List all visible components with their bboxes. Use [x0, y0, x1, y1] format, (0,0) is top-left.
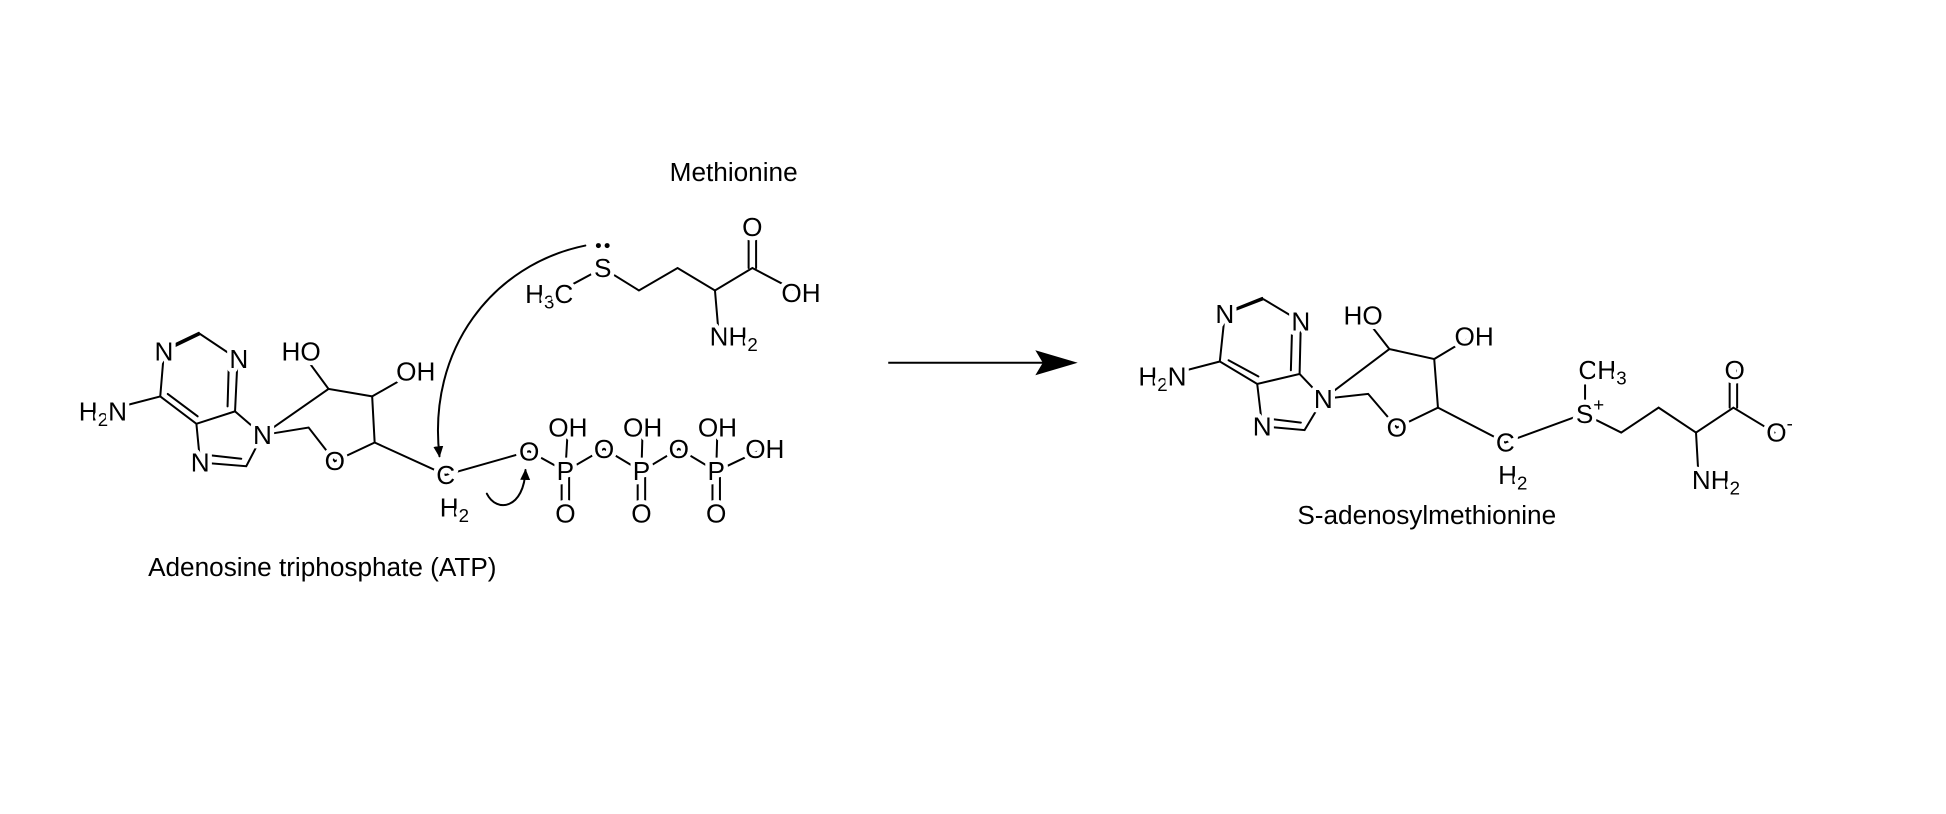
- methionine-label: Methionine: [670, 157, 798, 187]
- atom-sulfur: S: [594, 253, 611, 283]
- atom-p-gamma-o: O: [706, 499, 726, 529]
- atom-ring-o: O: [325, 446, 345, 476]
- atom-ho: HO: [281, 337, 320, 367]
- atom-p-gamma-oh: OH: [698, 413, 737, 443]
- atom-methyl: H3C: [525, 279, 573, 312]
- atom-p-beta-o: O: [631, 499, 651, 529]
- atom-p-beta-oh: OH: [623, 413, 662, 443]
- nucleophilic-attack-arrow-icon: [433, 244, 587, 458]
- atom-oh: OH: [1454, 322, 1493, 352]
- atom-o-bridge-3: O: [669, 434, 689, 464]
- reaction-arrow-icon: [888, 350, 1078, 376]
- atom-p-gamma: P: [707, 456, 724, 486]
- atom-n3: N: [1291, 307, 1310, 337]
- atom-amine: NH2: [710, 322, 758, 355]
- atom-amine: H2N: [1138, 361, 1186, 394]
- sam-atoms: N N N N H2N HO OH O C H2 S+ CH3 O O- NH2: [1134, 295, 1797, 502]
- atom-p-alpha: P: [557, 456, 574, 486]
- atom-n9: N: [1314, 384, 1333, 414]
- atom-oh: OH: [396, 356, 435, 386]
- atom-n1: N: [155, 337, 174, 367]
- atom-p-alpha-o: O: [555, 499, 575, 529]
- sam-label: S-adenosylmethionine: [1297, 500, 1556, 530]
- methionine-molecule: Methionine H3C S O OH NH2: [521, 157, 825, 359]
- atom-c5: C: [1496, 428, 1515, 458]
- atom-carbonyl-o: O: [742, 212, 762, 242]
- atom-n1: N: [1215, 299, 1234, 329]
- sam-molecule: N N N N H2N HO OH O C H2 S+ CH3 O O- NH2…: [1134, 295, 1797, 530]
- atom-c5-h2: H2: [1498, 460, 1527, 493]
- atom-p-beta: P: [633, 456, 650, 486]
- atom-sulfonium: S+: [1576, 393, 1604, 428]
- atom-alpha-amine: NH2: [1692, 465, 1740, 498]
- sam-bonds: [1161, 296, 1776, 478]
- atom-methyl: CH3: [1578, 355, 1626, 388]
- atom-p-alpha-oh: OH: [548, 413, 587, 443]
- atom-carbonyl-o: O: [1724, 355, 1744, 385]
- atom-o-bridge-2: O: [594, 434, 614, 464]
- atp-label: Adenosine triphosphate (ATP): [148, 552, 496, 582]
- atom-n7: N: [191, 447, 210, 477]
- lone-pair-icon: [595, 243, 610, 249]
- atom-amine: H2N: [79, 396, 127, 429]
- atp-molecule: N N N N H2N HO OH O C H2 O P O P O P OH …: [74, 331, 789, 582]
- atom-c5-h2: H2: [440, 492, 469, 525]
- atp-atoms: N N N N H2N HO OH O C H2 O P O P O P OH …: [74, 332, 788, 533]
- atom-o-bridge-1: O: [519, 436, 539, 466]
- atom-ho: HO: [1344, 300, 1383, 330]
- methionine-bonds: [553, 225, 801, 336]
- atom-carboxylate-o: O-: [1766, 412, 1793, 447]
- atom-n9: N: [253, 420, 272, 450]
- atp-bonds: [101, 331, 765, 515]
- atom-c5: C: [436, 460, 455, 490]
- atom-carboxyl-oh: OH: [781, 278, 820, 308]
- leaving-group-arrow-icon: [485, 468, 531, 507]
- atom-n3: N: [229, 344, 248, 374]
- atom-terminal-oh: OH: [745, 434, 784, 464]
- atom-n7: N: [1253, 411, 1272, 441]
- atom-ring-o: O: [1387, 413, 1407, 443]
